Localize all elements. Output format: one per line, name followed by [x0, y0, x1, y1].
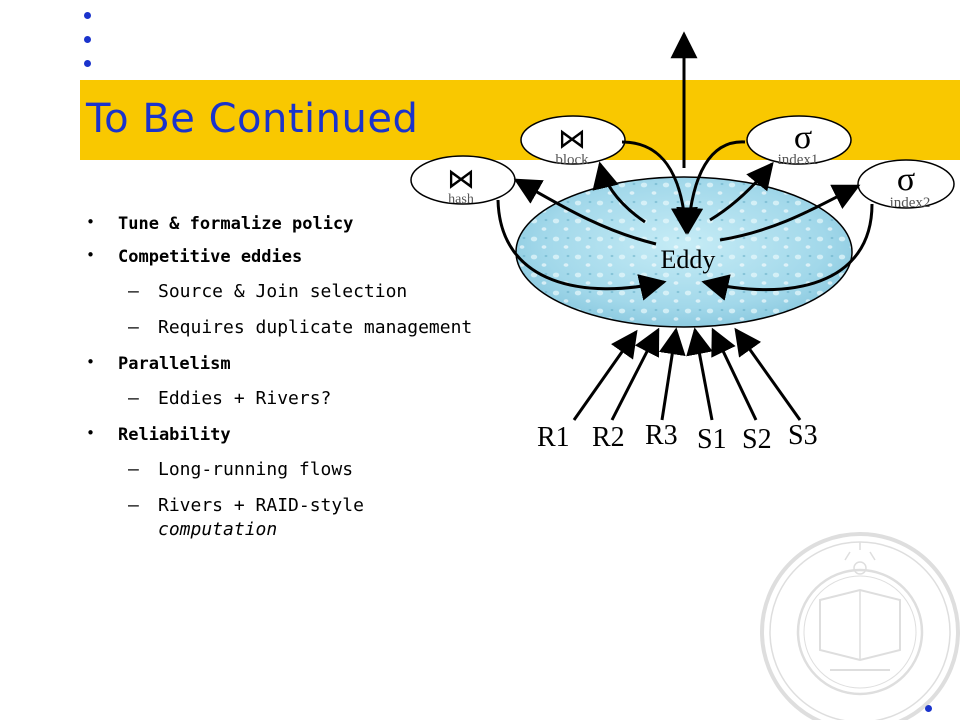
svg-text:⋈: ⋈	[558, 124, 586, 155]
svg-text:σ: σ	[794, 119, 812, 156]
input-arrow-s3	[734, 327, 802, 421]
input-arrow-r1	[572, 329, 638, 421]
source-label: R3	[645, 420, 678, 451]
svg-text:σ: σ	[897, 161, 915, 198]
bullet-item: Parallelism	[86, 353, 476, 374]
input-arrow-r2	[610, 327, 660, 421]
bullet-list: Tune & formalize policy Competitive eddi…	[86, 213, 476, 554]
sub-bullet-item: –Source & Join selection	[128, 281, 408, 302]
bullet-dot-3	[84, 60, 91, 67]
return-arrow-from-index2	[701, 203, 874, 301]
bullet-item: Competitive eddies	[86, 246, 476, 267]
return-arrow-from-hash	[496, 199, 667, 301]
input-arrow-s2	[711, 327, 758, 421]
route-arrow-to-block	[592, 161, 646, 224]
operator-label-block: block	[555, 152, 589, 168]
source-label: S2	[742, 424, 772, 455]
bullet-dot-4	[925, 705, 932, 712]
input-arrow-s1	[686, 327, 714, 421]
operator-label-index1: index1	[778, 152, 819, 168]
bullet-item: Tune & formalize policy	[86, 213, 476, 234]
source-label: R2	[592, 422, 625, 453]
source-label: R1	[537, 422, 570, 453]
university-seal-icon	[760, 532, 960, 720]
bullet-dot-2	[84, 36, 91, 43]
operator-hash: ⋈ hash	[410, 155, 516, 207]
bullet-dot-1	[84, 12, 91, 19]
sub-bullet-item: –Rivers + RAID-style computation	[128, 495, 364, 540]
route-arrow-to-index2	[719, 184, 861, 242]
operator-index2: σ index2	[857, 159, 955, 211]
svg-text:⋈: ⋈	[447, 164, 475, 195]
slide-title: To Be Continued	[86, 96, 419, 142]
sub-bullet-item: –Long-running flows	[128, 459, 354, 480]
source-label: S1	[697, 424, 727, 455]
input-arrow-r3	[658, 327, 686, 421]
source-label: S3	[788, 420, 818, 451]
operator-block: ⋈ block	[520, 115, 626, 168]
operator-label-index2: index2	[890, 195, 931, 211]
sub-bullet-item: –Eddies + Rivers?	[128, 388, 332, 409]
return-arrow-from-index1	[676, 140, 746, 235]
route-arrow-to-index1	[709, 161, 774, 222]
bullet-item: Reliability	[86, 424, 476, 445]
operator-label-hash: hash	[448, 192, 474, 207]
operator-index1: σ index1	[746, 115, 852, 168]
eddy-label: Eddy	[661, 245, 716, 274]
sub-bullet-item: –Requires duplicate management	[128, 317, 473, 338]
route-arrow-to-hash	[513, 178, 657, 246]
